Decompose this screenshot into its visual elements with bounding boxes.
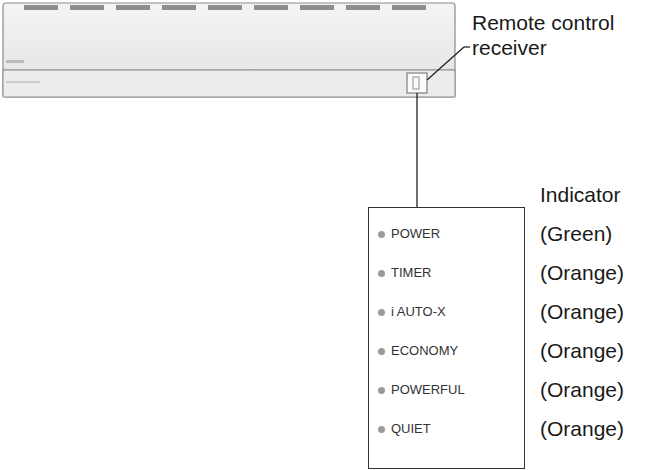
remote-control-receiver (407, 73, 427, 93)
lower-panel (3, 70, 455, 97)
indicator-panel: POWER TIMER i AUTO-X ECONOMY POWERFUL QUIET (368, 207, 525, 469)
receiver-label: Remote control receiver (472, 10, 662, 60)
indicator-name: i AUTO-X (391, 304, 446, 319)
indicator-name: POWER (391, 226, 440, 241)
color-note: (Orange) (540, 260, 624, 285)
vent-slot (70, 5, 104, 10)
leader-line (464, 46, 470, 47)
indicator-name: ECONOMY (391, 343, 458, 358)
unit-body (3, 3, 455, 97)
indicator-name: POWERFUL (391, 382, 465, 397)
indicator-lamp (378, 309, 385, 316)
vent-slot (162, 5, 196, 10)
top-vents (24, 5, 426, 10)
indicator-name: QUIET (391, 421, 431, 436)
vent-slot (300, 5, 334, 10)
leader-line (427, 47, 464, 80)
indicator-lamp (378, 231, 385, 238)
color-note: (Orange) (540, 338, 624, 363)
leader-line (416, 93, 417, 207)
indicator-lamp (378, 348, 385, 355)
vent-slot (116, 5, 150, 10)
vent-slot (346, 5, 380, 10)
indicator-lamp (378, 426, 385, 433)
color-note: (Orange) (540, 416, 624, 441)
vent-slot (254, 5, 288, 10)
indicator-heading: Indicator (540, 182, 621, 207)
color-note: (Green) (540, 221, 612, 246)
vent-slot (392, 5, 426, 10)
indicator-lamp (378, 270, 385, 277)
vent-slot (24, 5, 58, 10)
color-note: (Orange) (540, 377, 624, 402)
logo-mark (6, 82, 40, 83)
color-note: (Orange) (540, 299, 624, 324)
indicator-name: TIMER (391, 265, 431, 280)
receiver-window (413, 77, 419, 89)
vent-slot (208, 5, 242, 10)
indicator-lamp (378, 387, 385, 394)
brand-mark (6, 60, 24, 63)
